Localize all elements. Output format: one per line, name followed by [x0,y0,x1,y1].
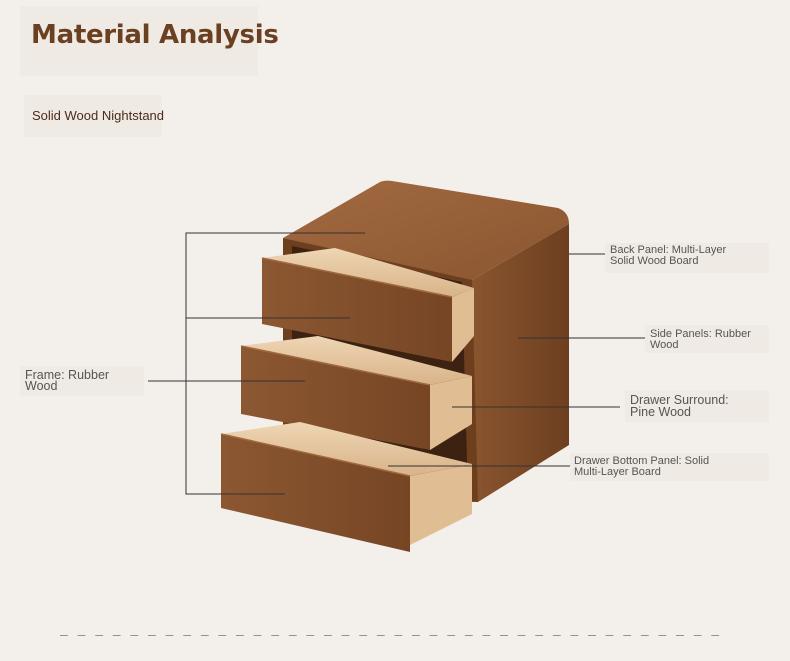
title-background [20,6,258,76]
frame-label-background [20,366,144,396]
page-title: Material Analysis [31,20,279,50]
drawer-surround-label: Drawer Surround:Pine Wood [630,393,729,419]
cabinet-side [472,224,569,502]
drawer-bottom-label-background [570,453,769,481]
side-panels-label-background [645,325,769,353]
footer-divider: _ _ _ _ _ _ _ _ _ _ _ _ _ _ _ _ _ _ _ _ … [60,623,720,638]
drawer-middle [240,336,472,450]
drawer-surround-label-background [625,390,769,422]
product-subtitle: Solid Wood Nightstand [32,108,165,123]
cabinet-top [283,180,569,282]
drawer-top [261,248,474,362]
drawer-bottom [220,422,472,552]
back-panel-label-background [605,243,769,273]
frame-bracket [185,232,365,495]
subtitle-background [24,95,162,137]
